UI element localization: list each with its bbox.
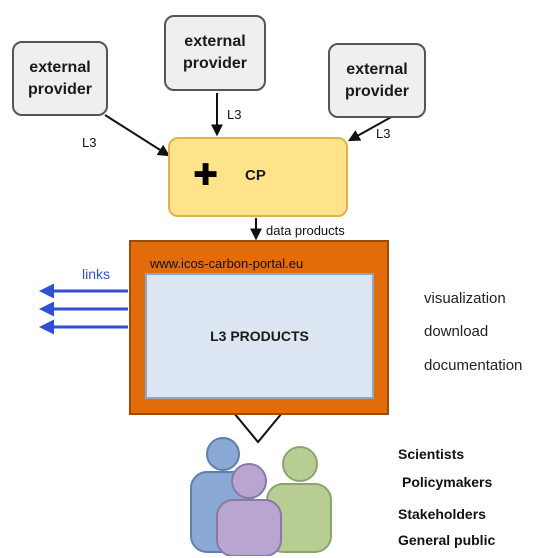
cp-box [168,137,348,217]
provider-center-line2: provider [182,55,247,72]
audience-scientists: Scientists [398,446,465,462]
provider-box-left: external provider [12,41,108,116]
person-green-head [282,446,318,482]
plus-icon: ✚ [193,159,219,192]
audience-stakeholders: Stakeholders [398,506,486,522]
products-panel: L3 PRODUCTS [145,273,374,399]
level-label-right: L3 [376,126,391,141]
audience-general-public: General public [398,532,496,548]
provider-left-line1: external [29,58,91,76]
arrow-right-provider-to-cp [347,114,396,142]
products-label: L3 PRODUCTS [210,328,309,344]
data-products-label: data products [266,223,345,238]
provider-box-right: external provider [328,43,426,118]
level-label-center: L3 [227,107,242,122]
person-purple-body [216,499,282,556]
provider-center-line1: external [184,33,246,50]
person-blue-head [206,437,240,471]
portal-url: www.icos-carbon-portal.eu [150,256,304,271]
arrow-left-provider-to-cp [104,114,171,157]
links-label: links [82,266,111,282]
provider-right-line2: provider [344,82,409,100]
person-purple-head [231,463,267,499]
cp-label: CP [245,167,266,184]
level-label-left: L3 [82,135,97,150]
feature-download: download [424,323,489,340]
audience-people-icon [190,437,332,556]
provider-box-center: external provider [164,15,266,91]
provider-left-line2: provider [27,80,92,98]
feature-visualization: visualization [424,290,506,307]
feature-documentation: documentation [424,357,523,374]
provider-right-line1: external [346,60,408,78]
audience-policymakers: Policymakers [402,474,493,490]
